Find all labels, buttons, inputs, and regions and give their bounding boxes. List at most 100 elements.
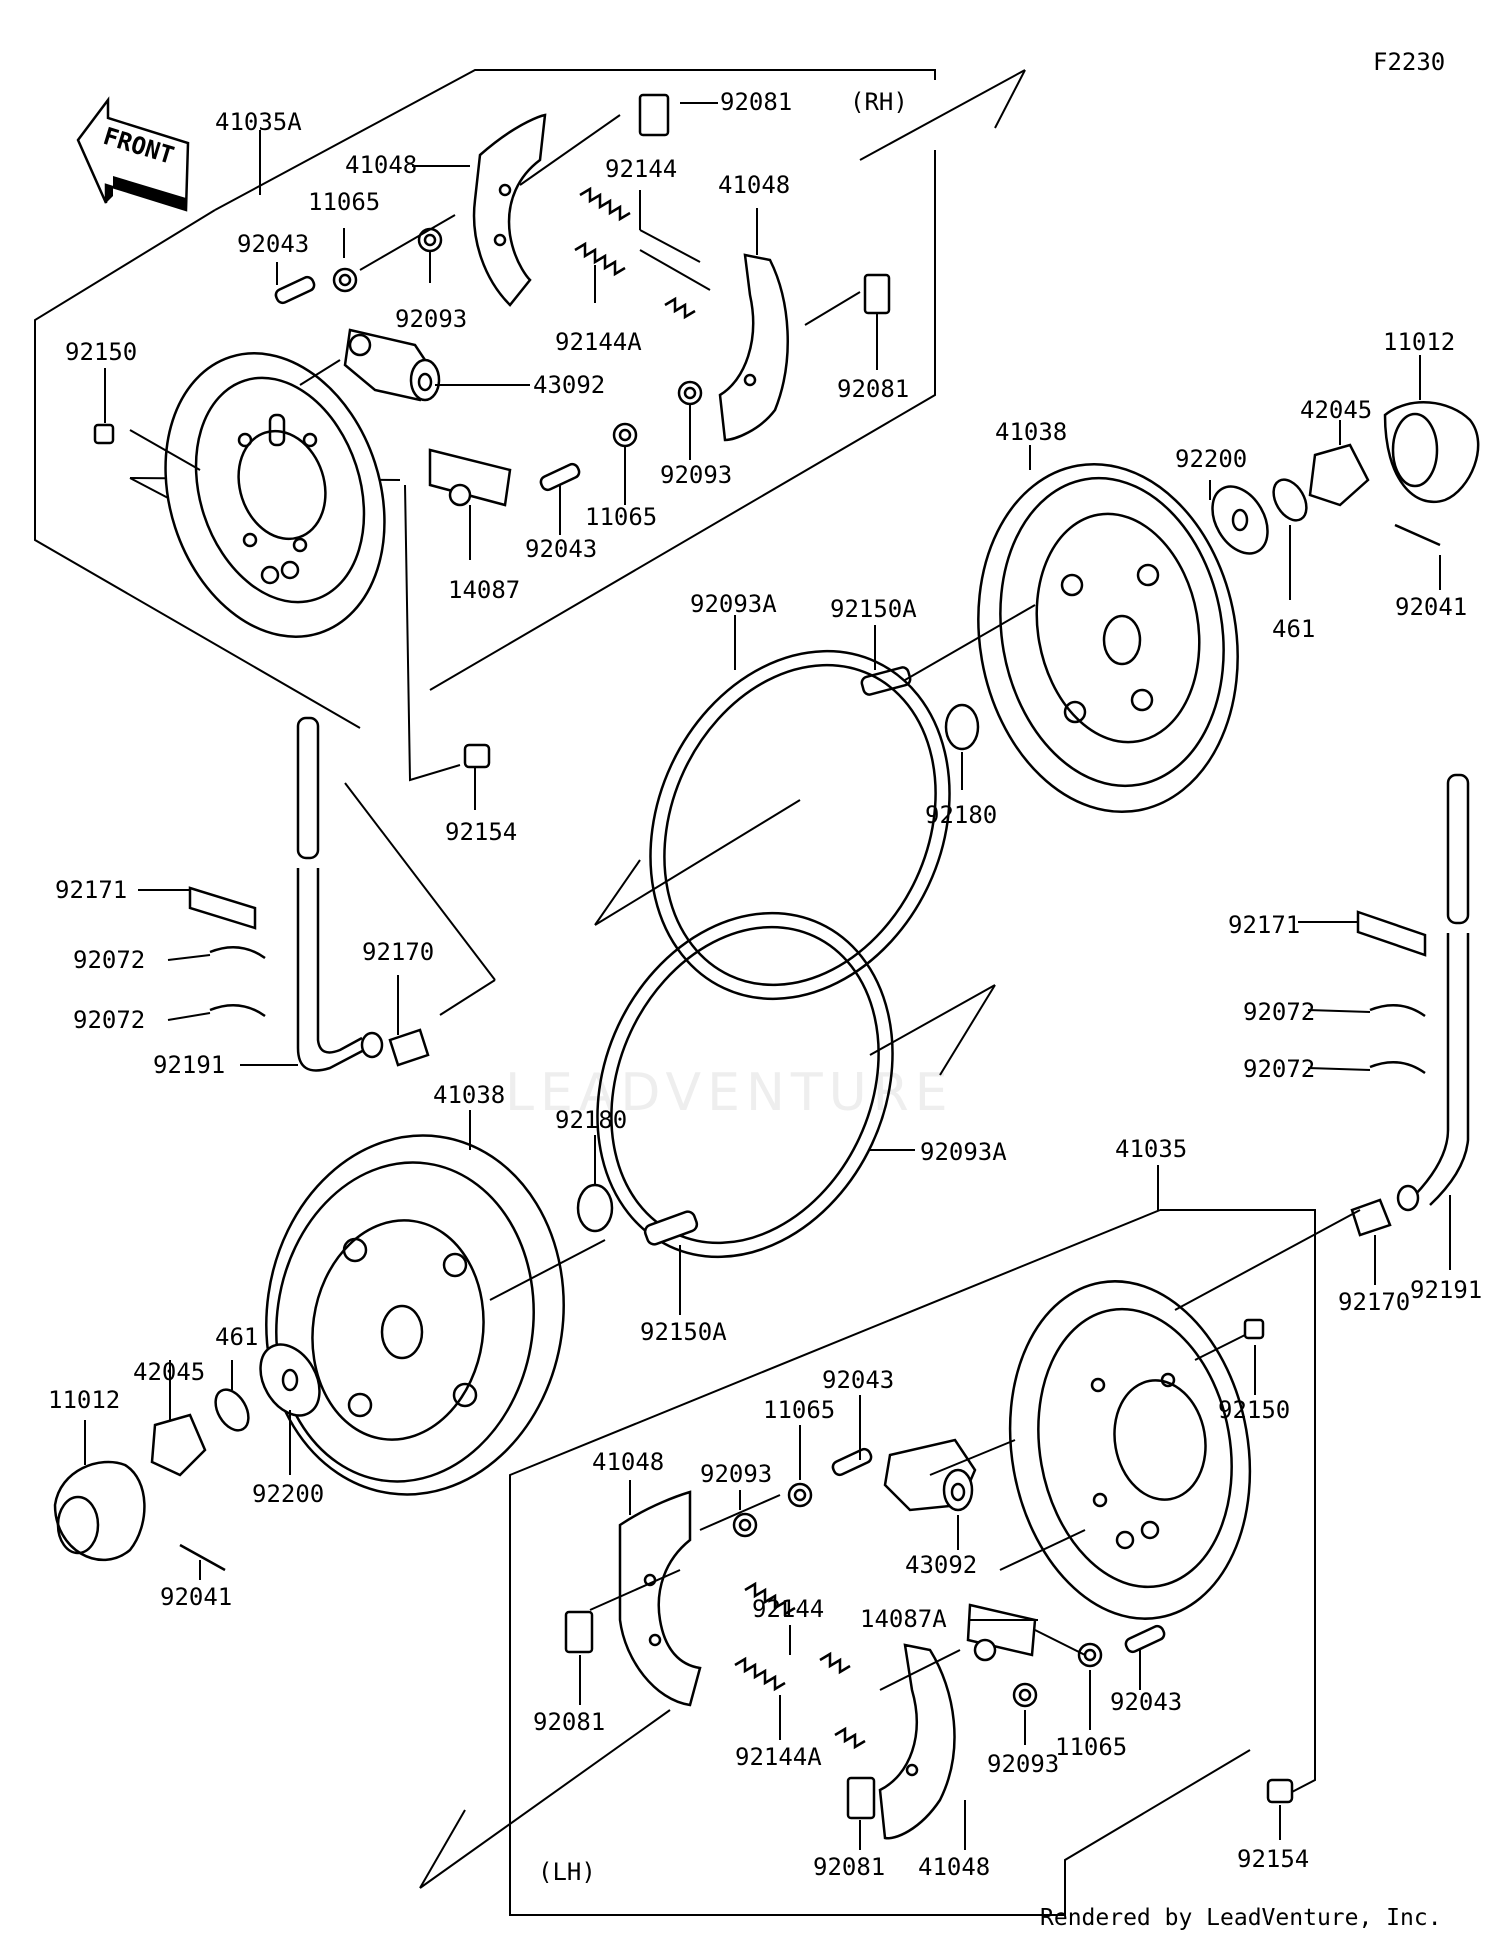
rh-clips <box>638 93 891 315</box>
rh-small-hardware <box>93 227 703 769</box>
lh-adjuster-plate <box>966 1603 1037 1662</box>
part-label: 92072 <box>73 1006 145 1034</box>
part-label: 92170 <box>1338 1288 1410 1316</box>
part-label: 92081 <box>813 1853 885 1881</box>
rh-drum-seal <box>649 649 951 1001</box>
diagram-code: F2230 <box>1373 48 1445 76</box>
front-arrow-icon: FRONT <box>76 96 190 212</box>
side-label-lh: (LH) <box>538 1858 596 1886</box>
part-label: 92041 <box>160 1583 232 1611</box>
part-label: 92191 <box>1410 1276 1482 1304</box>
part-label: 92093A <box>920 1138 1007 1166</box>
part-label: 92144 <box>752 1595 824 1623</box>
part-label: 92081 <box>837 375 909 403</box>
lh-brake-shoe-upper <box>618 1490 702 1707</box>
part-label: 92043 <box>1110 1688 1182 1716</box>
part-label: 11065 <box>1055 1733 1127 1761</box>
side-label-rh: (RH) <box>850 88 908 116</box>
lh-hub-cap <box>53 1460 146 1562</box>
rh-brake-drum <box>977 462 1239 814</box>
part-label: 92171 <box>55 876 127 904</box>
part-label: 92043 <box>822 1366 894 1394</box>
part-label: 92093 <box>987 1750 1059 1778</box>
part-label: 92154 <box>1237 1845 1309 1873</box>
part-label: 92081 <box>533 1708 605 1736</box>
lh-backing-plate <box>1008 1280 1252 1620</box>
part-label: 92043 <box>525 535 597 563</box>
part-label: 92144 <box>605 155 677 183</box>
lh-clips <box>564 1610 876 1820</box>
part-label: 41035 <box>1115 1135 1187 1163</box>
lh-oring <box>576 1183 614 1233</box>
part-label: 43092 <box>905 1551 977 1579</box>
left-hose-fittings <box>188 886 430 1067</box>
lh-brake-shoe-lower <box>878 1643 956 1840</box>
rh-oring <box>944 703 980 751</box>
part-label: 92093 <box>395 305 467 333</box>
part-label: 92180 <box>925 801 997 829</box>
part-labels: 41035A 41048 92081 11065 92043 92093 921… <box>48 88 1482 1881</box>
rh-lock-washer <box>1272 478 1308 522</box>
rh-brake-shoe-upper <box>472 113 547 307</box>
group-brackets <box>34 69 1316 1916</box>
lh-washer <box>259 1343 321 1417</box>
part-label: 14087 <box>448 576 520 604</box>
part-label: 92150 <box>65 338 137 366</box>
right-brake-hose <box>1396 773 1470 1212</box>
lh-springs <box>734 1581 866 1750</box>
part-label: 461 <box>1272 615 1315 643</box>
part-label: 92171 <box>1228 911 1300 939</box>
rh-hub-cap <box>1383 401 1480 503</box>
lh-castle-nut <box>150 1413 207 1477</box>
part-label: 11065 <box>308 188 380 216</box>
lh-brake-drum <box>265 1134 565 1496</box>
part-label: 92093 <box>660 461 732 489</box>
leader-lines <box>84 102 1451 1850</box>
part-label: 41038 <box>433 1081 505 1109</box>
part-label: 14087A <box>860 1605 947 1633</box>
part-label: 42045 <box>1300 396 1372 424</box>
part-label: 41048 <box>718 171 790 199</box>
rh-backing-plate <box>164 352 386 638</box>
part-label: 92150A <box>640 1318 727 1346</box>
rh-wheel-cylinder <box>343 328 441 402</box>
right-hose-fittings <box>1350 910 1427 1237</box>
part-label: 92144A <box>735 1743 822 1771</box>
part-label: 92200 <box>1175 445 1247 473</box>
part-label: 43092 <box>533 371 605 399</box>
rh-washer <box>1211 485 1269 555</box>
left-brake-hose <box>296 716 384 1072</box>
part-label: 92191 <box>153 1051 225 1079</box>
part-label: 92170 <box>362 938 434 966</box>
part-label: 92041 <box>1395 593 1467 621</box>
part-label: 92072 <box>1243 1055 1315 1083</box>
lh-drum-bolt <box>643 1210 699 1246</box>
rh-springs <box>574 186 696 320</box>
rh-adjuster-plate <box>428 448 512 507</box>
part-label: 11012 <box>48 1386 120 1414</box>
part-label: 41035A <box>215 108 302 136</box>
part-label: 92072 <box>73 946 145 974</box>
part-label: 92150A <box>830 595 917 623</box>
part-label: 11065 <box>585 503 657 531</box>
part-label: 92072 <box>1243 998 1315 1026</box>
part-label: 92043 <box>237 230 309 258</box>
part-label: 92093A <box>690 590 777 618</box>
render-credit: Rendered by LeadVenture, Inc. <box>1040 1905 1442 1931</box>
part-label: 92144A <box>555 328 642 356</box>
part-label: 92093 <box>700 1460 772 1488</box>
lh-lock-washer <box>214 1388 250 1432</box>
lh-small-hardware <box>732 1318 1294 1804</box>
part-label: 92081 <box>720 88 792 116</box>
part-label: 41048 <box>918 1853 990 1881</box>
part-label: 92150 <box>1218 1396 1290 1424</box>
lh-cotter-pin <box>179 1543 226 1572</box>
part-label: 92180 <box>555 1106 627 1134</box>
part-label: 41038 <box>995 418 1067 446</box>
rh-cotter-pin <box>1394 523 1441 547</box>
part-label: 41048 <box>345 151 417 179</box>
part-label: 41048 <box>592 1448 664 1476</box>
part-label: 461 <box>215 1323 258 1351</box>
part-label: 42045 <box>133 1358 205 1386</box>
